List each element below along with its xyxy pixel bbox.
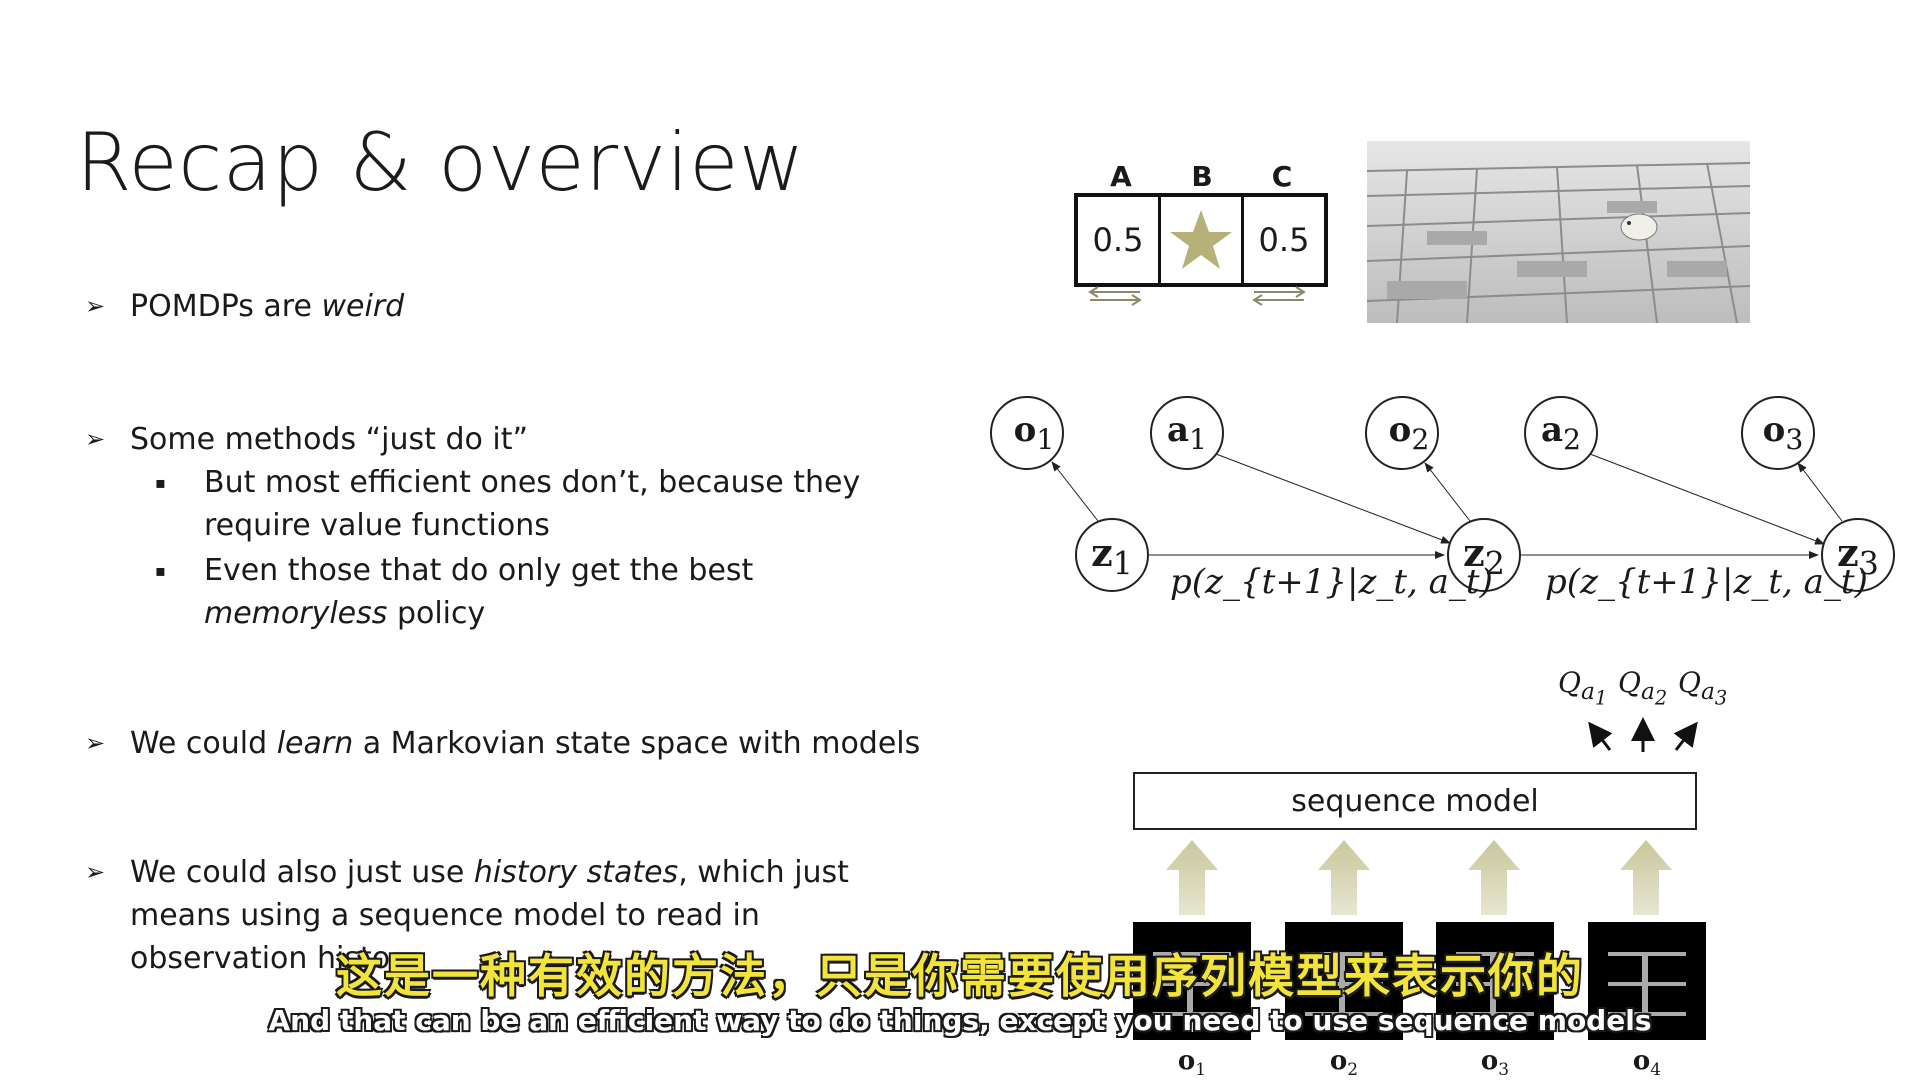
node-o1 [990, 396, 1064, 470]
mouse-icon [1620, 213, 1658, 241]
arrow-bullet-icon: ➢ [85, 425, 106, 453]
q-label-3: Qa3 [1678, 666, 1728, 710]
double-arrow-icon [1252, 286, 1306, 306]
node-o3 [1741, 396, 1815, 470]
q-label-1: Qa1 [1558, 666, 1608, 710]
observation-frame-3 [1436, 922, 1554, 1040]
cell-a: 0.5 [1078, 197, 1161, 283]
cell-label-c: C [1271, 160, 1293, 193]
arrow-bullet-icon: ➢ [85, 729, 106, 757]
arrow-bullet-icon: ➢ [85, 292, 106, 320]
transition-label-2: p(z_{t+1}|z_t, a_t) [1545, 562, 1868, 602]
slide-title: Recap & overview [76, 116, 805, 209]
subtitle-english: And that can be an efficient way to do t… [268, 1004, 1652, 1037]
observation-frame-2 [1285, 922, 1403, 1040]
maze-image [1367, 141, 1750, 323]
arrow-bullet-icon: ➢ [85, 858, 106, 886]
graphical-model [990, 396, 1895, 592]
sequence-model-box: sequence model [1133, 772, 1697, 830]
q-arrows [1588, 717, 1698, 752]
subtitle-chinese: 这是一种有效的方法，只是你需要使用序列模型来表示你的 [336, 949, 1584, 1003]
star-icon [1170, 210, 1232, 269]
cell-b [1161, 197, 1244, 283]
double-arrow-icon [1088, 286, 1142, 306]
square-bullet-icon: ▪ [155, 561, 166, 580]
node-a1 [1150, 396, 1224, 470]
cell-label-b: B [1191, 160, 1213, 193]
transition-label-1: p(z_{t+1}|z_t, a_t) [1170, 562, 1493, 602]
cell-c: 0.5 [1258, 221, 1310, 259]
node-o2 [1365, 396, 1439, 470]
input-arrows [1166, 840, 1672, 915]
state-cells: 0.5 0.5 [1074, 193, 1328, 287]
square-bullet-icon: ▪ [155, 473, 166, 492]
cell-label-a: A [1110, 160, 1132, 193]
node-z3 [1821, 518, 1895, 592]
q-label-2: Qa2 [1618, 666, 1668, 710]
node-a2 [1524, 396, 1598, 470]
observation-frame-4 [1588, 922, 1706, 1040]
observation-frame-1 [1133, 922, 1251, 1040]
